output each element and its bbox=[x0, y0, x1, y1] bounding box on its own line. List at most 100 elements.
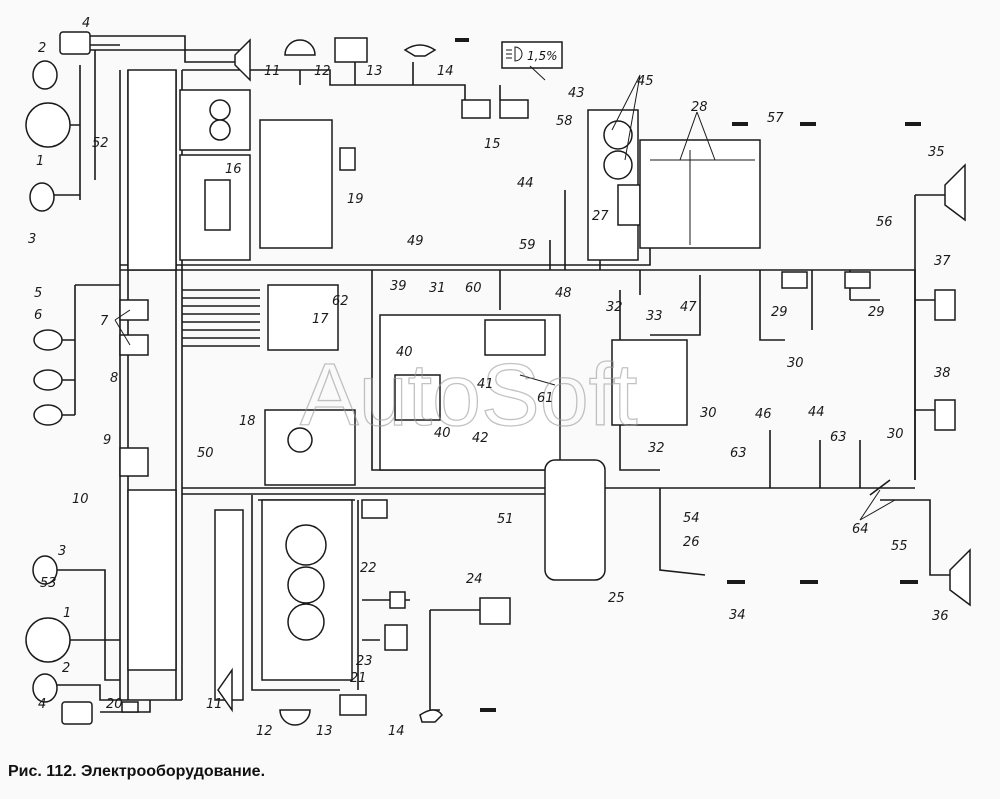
label: 63 bbox=[730, 446, 747, 461]
label: 53 bbox=[40, 576, 57, 591]
gauge-a bbox=[285, 524, 327, 566]
headlight-1-bottom bbox=[25, 617, 71, 663]
label: 44 bbox=[517, 176, 534, 191]
label: 14 bbox=[437, 64, 454, 79]
switch-column bbox=[214, 509, 244, 701]
relay-7a bbox=[119, 299, 149, 321]
label: 1 bbox=[63, 606, 71, 621]
relay-27 bbox=[617, 184, 641, 226]
label: 64 bbox=[852, 522, 869, 537]
switch-knob-b bbox=[209, 119, 231, 141]
label: 25 bbox=[608, 591, 625, 606]
gauge-b bbox=[287, 566, 325, 604]
label: 7 bbox=[100, 314, 109, 329]
components bbox=[25, 31, 971, 726]
gauge-18 bbox=[287, 427, 313, 453]
fog-light-3-bottom bbox=[32, 555, 58, 585]
label: 44 bbox=[808, 405, 825, 420]
control-box-17 bbox=[267, 284, 339, 351]
label: 10 bbox=[72, 492, 89, 507]
lamp-29a bbox=[781, 271, 808, 289]
label: 63 bbox=[830, 430, 847, 445]
label: 4 bbox=[82, 16, 90, 31]
label: 61 bbox=[537, 391, 554, 406]
label: 22 bbox=[360, 561, 377, 576]
label: 50 bbox=[197, 446, 214, 461]
label: 28 bbox=[691, 100, 708, 115]
label: 40 bbox=[396, 345, 413, 360]
headlight-icon bbox=[506, 46, 523, 62]
label: 26 bbox=[683, 535, 700, 550]
headlight-1-top bbox=[25, 102, 71, 148]
lamp-12-top bbox=[284, 39, 316, 56]
label: 11 bbox=[206, 697, 223, 712]
label: 58 bbox=[556, 114, 573, 129]
tank-25 bbox=[544, 459, 606, 581]
label: 34 bbox=[729, 608, 746, 623]
label: 17 bbox=[312, 312, 329, 327]
lamp-6b bbox=[33, 404, 63, 426]
label: 4 bbox=[38, 697, 46, 712]
fog-light-3-top bbox=[29, 182, 55, 212]
wiper-motor-16 bbox=[204, 179, 231, 231]
relay-15a bbox=[461, 99, 491, 119]
label: 8 bbox=[110, 371, 118, 386]
lamp-37 bbox=[934, 289, 956, 321]
instrument-cluster-21 bbox=[261, 499, 353, 681]
label: 21 bbox=[350, 671, 367, 686]
switch-22 bbox=[389, 591, 406, 609]
switch-23 bbox=[384, 624, 408, 651]
label: 14 bbox=[388, 724, 405, 739]
label: 30 bbox=[700, 406, 717, 421]
lamp-14-top bbox=[403, 44, 437, 57]
lamp-6a bbox=[33, 369, 63, 391]
label: 43 bbox=[568, 86, 585, 101]
label: 55 bbox=[891, 539, 908, 554]
label: 60 bbox=[465, 281, 482, 296]
label: 35 bbox=[928, 145, 945, 160]
label: 5 bbox=[34, 286, 42, 301]
label: 48 bbox=[555, 286, 572, 301]
instrument-panel-18 bbox=[264, 409, 356, 486]
label: 29 bbox=[868, 305, 885, 320]
callout-labels: 4 2 1 52 3 11 12 13 14 43 45 28 57 58 15… bbox=[28, 16, 951, 739]
side-light-2-bottom bbox=[32, 673, 58, 703]
battery-57 bbox=[639, 139, 761, 249]
leader-lines bbox=[114, 65, 896, 521]
gearbox bbox=[611, 339, 688, 426]
side-light-2-top bbox=[32, 60, 58, 90]
gauge-c bbox=[287, 603, 325, 641]
lamp-11-top bbox=[234, 38, 251, 82]
switch-9 bbox=[119, 447, 149, 477]
relay-15b bbox=[499, 99, 529, 119]
label: 2 bbox=[38, 41, 46, 56]
label: 30 bbox=[887, 427, 904, 442]
label: 23 bbox=[356, 654, 373, 669]
sound-signal-45a bbox=[603, 120, 633, 150]
label: 46 bbox=[755, 407, 772, 422]
label: 59 bbox=[519, 238, 536, 253]
label: 20 bbox=[106, 697, 123, 712]
fuse-block-top bbox=[127, 69, 177, 271]
label: 39 bbox=[390, 279, 407, 294]
label: 42 bbox=[472, 431, 489, 446]
label: 36 bbox=[932, 609, 949, 624]
label: 1 bbox=[36, 154, 44, 169]
switch-panel-top bbox=[179, 89, 251, 151]
label: 47 bbox=[680, 300, 697, 315]
sound-signal-45b bbox=[603, 150, 633, 180]
indicator-value: 1,5% bbox=[527, 49, 558, 63]
lamp-29b bbox=[844, 271, 871, 289]
label: 41 bbox=[477, 377, 494, 392]
fuse-block-bottom bbox=[127, 489, 177, 671]
watermark: AutoSoft bbox=[300, 345, 638, 444]
label: 9 bbox=[103, 433, 111, 448]
label: 56 bbox=[876, 215, 893, 230]
label: 32 bbox=[648, 441, 665, 456]
switch-knob-a bbox=[209, 99, 231, 121]
label: 11 bbox=[264, 64, 281, 79]
label: 30 bbox=[787, 356, 804, 371]
label: 40 bbox=[434, 426, 451, 441]
connector-top-21 bbox=[361, 499, 388, 519]
